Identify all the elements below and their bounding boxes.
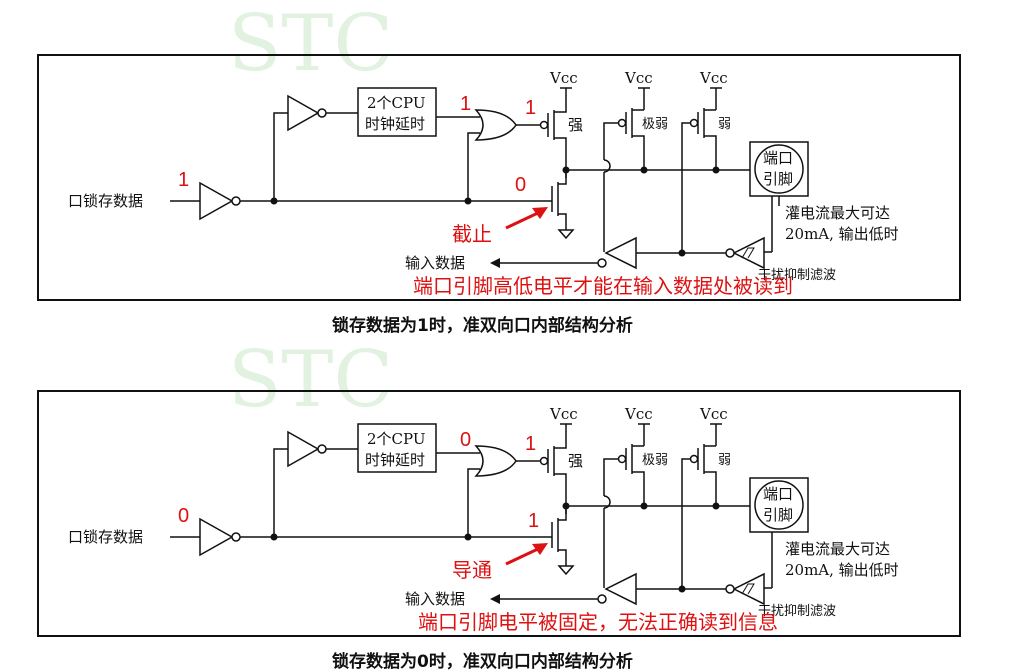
- input-data-label: 输入数据: [405, 254, 465, 272]
- input-buffer: [604, 572, 637, 606]
- arrow-note: 截止: [452, 222, 492, 246]
- input-buffer: [604, 236, 637, 270]
- panel-frame: [37, 390, 961, 637]
- input-data-label: 输入数据: [405, 590, 465, 608]
- delay-label-1: 2个CPU: [367, 430, 426, 448]
- very-weak-label: 极弱: [642, 117, 668, 132]
- inverter-2: [287, 430, 320, 468]
- nmos-gate-state: 0: [515, 174, 526, 196]
- pmos-gate-state: 1: [525, 433, 536, 455]
- input-state: 0: [178, 505, 189, 527]
- inverter-1: [199, 181, 234, 221]
- pmos-gate-state: 1: [525, 97, 536, 119]
- vcc-label-1: Vcc: [549, 405, 578, 423]
- inverter-2: [287, 94, 320, 132]
- red-note: 端口引脚电平被固定，无法正确读到信息: [418, 610, 778, 634]
- vcc-label-2: Vcc: [624, 405, 653, 423]
- strong-label: 强: [568, 116, 583, 134]
- filter-label: 干扰抑制滤波: [758, 268, 836, 283]
- nmos-gate-state: 1: [528, 510, 539, 532]
- delay-box: [357, 87, 437, 137]
- port-label-2: 引脚: [763, 506, 793, 524]
- delay-label-1: 2个CPU: [367, 94, 426, 112]
- red-note: 端口引脚高低电平才能在输入数据处被读到: [413, 274, 793, 298]
- delay-label-2: 时钟延时: [365, 451, 425, 469]
- filter-label: 干扰抑制滤波: [758, 604, 836, 619]
- vcc-label-3: Vcc: [699, 405, 728, 423]
- sink-label-1: 灌电流最大可达: [785, 540, 890, 558]
- port-label-1: 端口: [763, 485, 793, 503]
- caption: 锁存数据为1时，准双向口内部结构分析: [332, 315, 633, 336]
- vcc-label-2: Vcc: [624, 69, 653, 87]
- strong-label: 强: [568, 452, 583, 470]
- bottom-circuit: STC 口锁存数据 0 2个CPU 时钟延时 0 1 Vcc 强 1: [37, 335, 961, 672]
- watermark: STC: [228, 335, 393, 425]
- panel-frame: [37, 54, 961, 301]
- port-pin-box: [749, 477, 809, 533]
- watermark: STC: [228, 0, 393, 89]
- ground-symbol: [557, 229, 575, 240]
- sink-label-2: 20mA, 输出低时: [785, 225, 899, 243]
- latch-input-label: 口锁存数据: [68, 192, 143, 210]
- schmitt-buffer: [732, 572, 765, 606]
- sink-label-2: 20mA, 输出低时: [785, 561, 899, 579]
- sink-label-1: 灌电流最大可达: [785, 204, 890, 222]
- schmitt-buffer: [732, 236, 765, 270]
- arrow-note: 导通: [452, 558, 492, 582]
- or-input-state: 0: [460, 429, 471, 451]
- weak-label: 弱: [718, 453, 731, 468]
- latch-input-label: 口锁存数据: [68, 528, 143, 546]
- vcc-label-3: Vcc: [699, 69, 728, 87]
- caption: 锁存数据为0时，准双向口内部结构分析: [332, 651, 633, 672]
- delay-label-2: 时钟延时: [365, 115, 425, 133]
- delay-box: [357, 423, 437, 473]
- or-gate: [474, 445, 517, 477]
- very-weak-label: 极弱: [642, 453, 668, 468]
- port-label-2: 引脚: [763, 170, 793, 188]
- or-gate: [474, 109, 517, 141]
- input-state: 1: [178, 169, 189, 191]
- ground-symbol: [557, 565, 575, 576]
- port-label-1: 端口: [763, 149, 793, 167]
- or-input-state: 1: [460, 93, 471, 115]
- port-pin-box: [749, 141, 809, 197]
- top-circuit: STC 口锁存数据 1 2个CPU 时钟延时 1 1: [37, 0, 961, 336]
- weak-label: 弱: [718, 117, 731, 132]
- vcc-label-1: Vcc: [549, 69, 578, 87]
- inverter-1: [199, 517, 234, 557]
